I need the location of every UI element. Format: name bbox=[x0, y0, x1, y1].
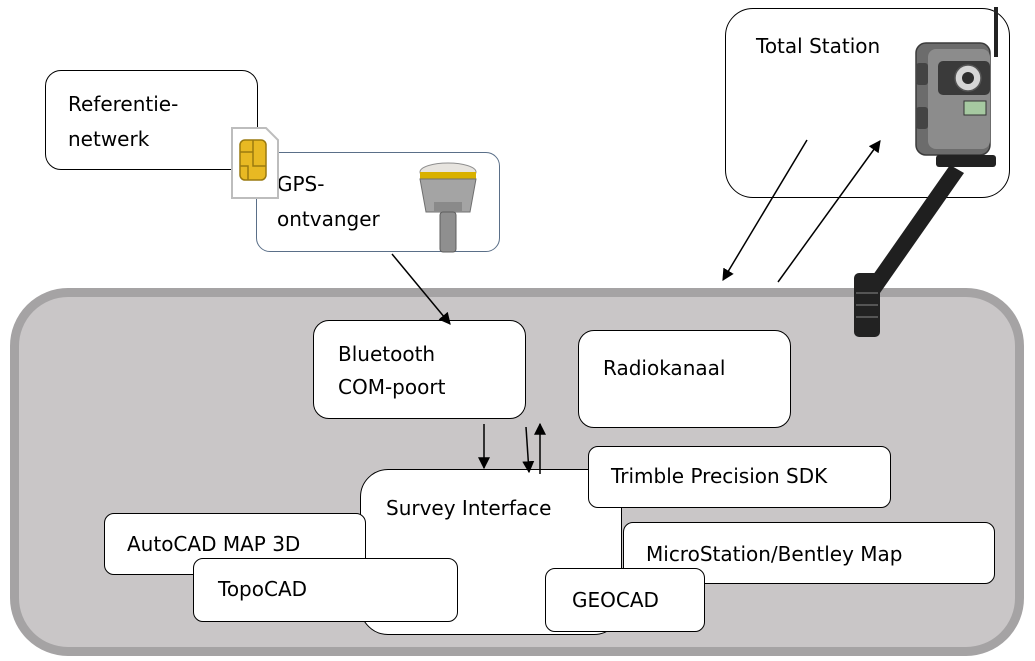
referentie-netwerk-box: Referentie- netwerk bbox=[45, 70, 258, 170]
radiokanaal-label: Radiokanaal bbox=[603, 356, 726, 380]
referentie-netwerk-label-2: netwerk bbox=[68, 127, 150, 151]
bluetooth-com-box: Bluetooth COM-poort bbox=[313, 320, 526, 419]
autocad-map-label: AutoCAD MAP 3D bbox=[127, 532, 301, 556]
total-station-label: Total Station bbox=[756, 34, 881, 58]
trimble-sdk-label: Trimble Precision SDK bbox=[611, 464, 828, 488]
referentie-netwerk-label-1: Referentie- bbox=[68, 92, 179, 116]
gps-receiver-icon bbox=[419, 162, 477, 253]
geocad-label: GEOCAD bbox=[572, 588, 659, 612]
geocad-box: GEOCAD bbox=[545, 568, 705, 632]
arrow-radio-to-survey bbox=[522, 426, 535, 474]
arrow-system-to-total-station bbox=[777, 140, 881, 283]
topocad-box: TopoCAD bbox=[193, 558, 458, 622]
microstation-label: MicroStation/Bentley Map bbox=[646, 542, 903, 566]
arrow-total-station-to-system bbox=[722, 139, 808, 282]
bluetooth-com-label-1: Bluetooth bbox=[338, 342, 436, 366]
arrow-gps-to-bluetooth bbox=[391, 253, 451, 325]
total-station-icon bbox=[854, 7, 998, 337]
topocad-label: TopoCAD bbox=[218, 577, 308, 601]
trimble-sdk-box: Trimble Precision SDK bbox=[588, 446, 891, 508]
radiokanaal-box: Radiokanaal bbox=[578, 330, 791, 428]
bluetooth-com-label-2: COM-poort bbox=[338, 375, 446, 399]
gps-ontvanger-label-1: GPS- bbox=[277, 172, 325, 196]
gps-ontvanger-label-2: ontvanger bbox=[277, 207, 380, 231]
survey-interface-label: Survey Interface bbox=[386, 496, 552, 520]
sim-card-icon bbox=[231, 127, 279, 199]
